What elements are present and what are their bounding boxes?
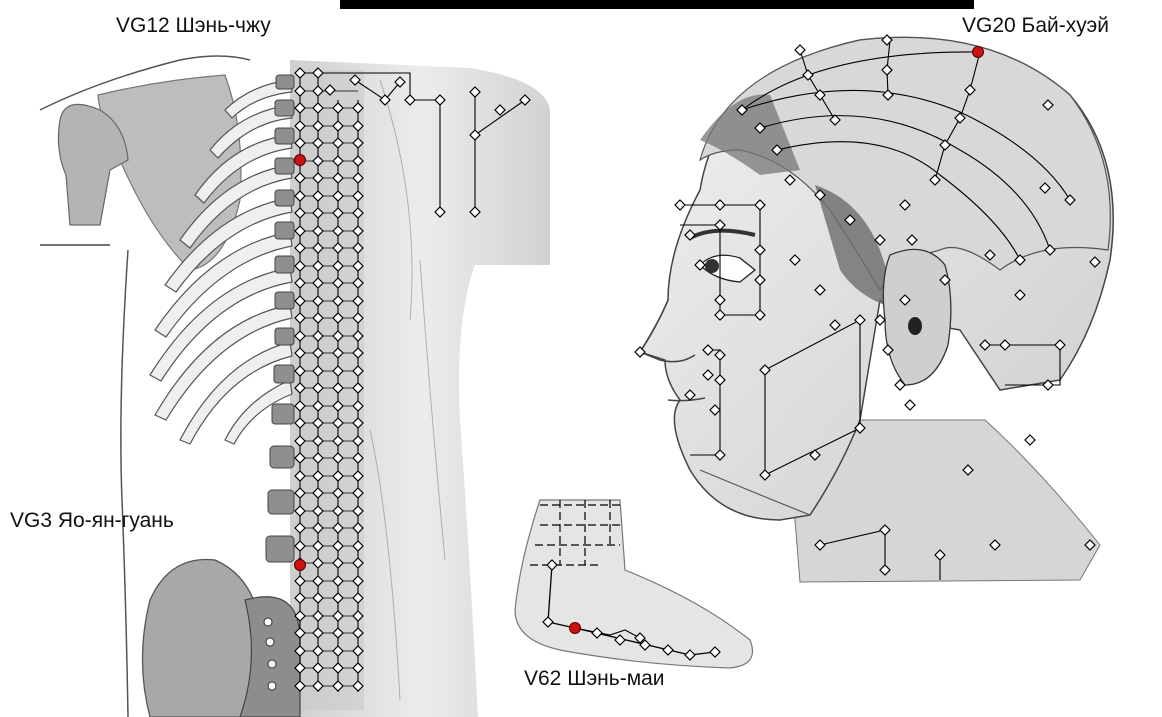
back-figure xyxy=(40,56,550,717)
diamond-point-icon xyxy=(675,200,685,210)
label-vg3: VG3 Яо-ян-гуань xyxy=(10,509,174,533)
red-dot-icon xyxy=(295,560,306,571)
red-dot-icon xyxy=(973,47,984,58)
red-dot-icon xyxy=(295,155,306,166)
label-v62: V62 Шэнь-маи xyxy=(524,667,665,691)
diamond-point-icon xyxy=(905,400,915,410)
diamond-point-icon xyxy=(795,45,805,55)
foot-figure xyxy=(515,500,753,668)
red-dot-icon xyxy=(570,623,581,634)
diamond-point-icon xyxy=(1025,435,1035,445)
head-figure xyxy=(635,35,1113,582)
label-vg20: VG20 Бай-хуэй xyxy=(962,14,1109,38)
label-vg12: VG12 Шэнь-чжу xyxy=(116,14,271,38)
